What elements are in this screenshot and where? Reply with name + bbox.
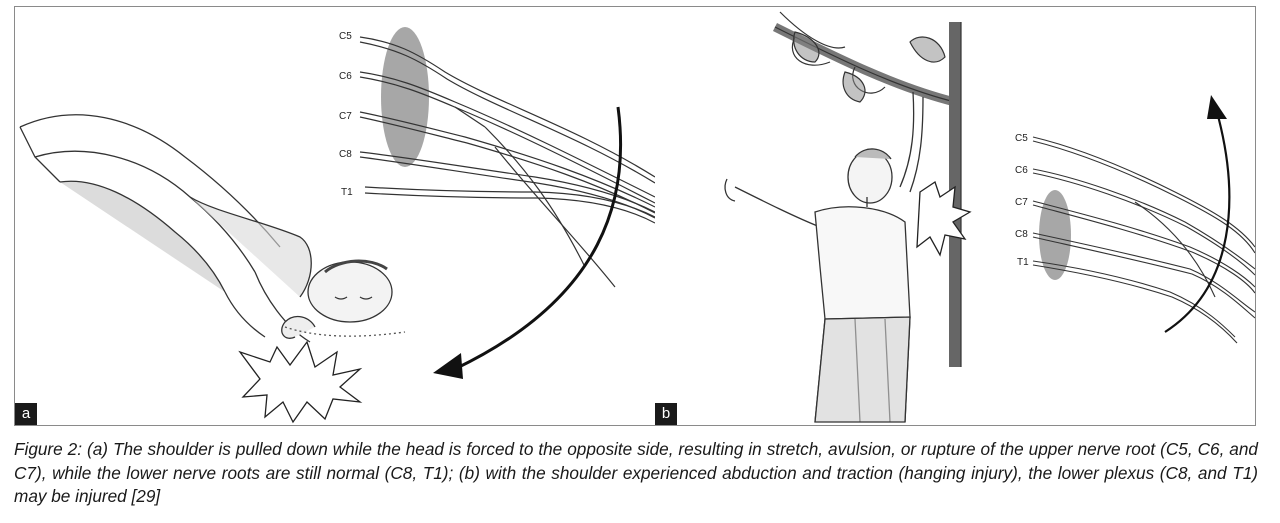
panel-label-a: a <box>15 403 37 425</box>
brachial-plexus-nerves <box>359 36 655 288</box>
root-label-c6: C6 <box>1015 165 1028 176</box>
root-label-c6: C6 <box>339 71 352 82</box>
figure-frame: C5 C6 C7 C8 T1 a <box>14 6 1256 426</box>
upward-curved-arrow-icon <box>1164 95 1231 333</box>
panel-label-b: b <box>655 403 677 425</box>
panel-a: C5 C6 C7 C8 T1 a <box>15 7 655 425</box>
brachial-plexus-nerves <box>1032 136 1255 344</box>
root-label-c8: C8 <box>1015 229 1028 240</box>
downward-curved-arrow-icon <box>433 106 623 379</box>
injury-shaded-region <box>1039 190 1071 280</box>
root-label-c8: C8 <box>339 149 352 160</box>
figure-caption: Figure 2: (a) The shoulder is pulled dow… <box>14 439 1258 506</box>
nerve-root-labels-a: C5 C6 C7 C8 T1 <box>339 31 353 198</box>
panel-a-illustration: C5 C6 C7 C8 T1 <box>19 27 655 424</box>
panel-b: C5 C6 C7 C8 T1 b <box>655 7 1255 425</box>
panel-b-illustration: C5 C6 C7 C8 T1 <box>724 11 1255 423</box>
root-label-c7: C7 <box>339 111 352 122</box>
impact-burst-icon <box>916 180 972 257</box>
tree-figure <box>772 11 962 367</box>
root-label-c7: C7 <box>1015 197 1028 208</box>
nerve-root-labels-b: C5 C6 C7 C8 T1 <box>1015 133 1029 268</box>
hanging-boy-figure <box>724 91 924 423</box>
fallen-child-figure <box>19 114 406 343</box>
injury-shaded-region <box>381 27 429 167</box>
root-label-c5: C5 <box>339 31 352 42</box>
root-label-c5: C5 <box>1015 133 1028 144</box>
root-label-t1: T1 <box>1017 257 1029 268</box>
impact-burst-icon <box>238 340 363 424</box>
root-label-t1: T1 <box>341 187 353 198</box>
